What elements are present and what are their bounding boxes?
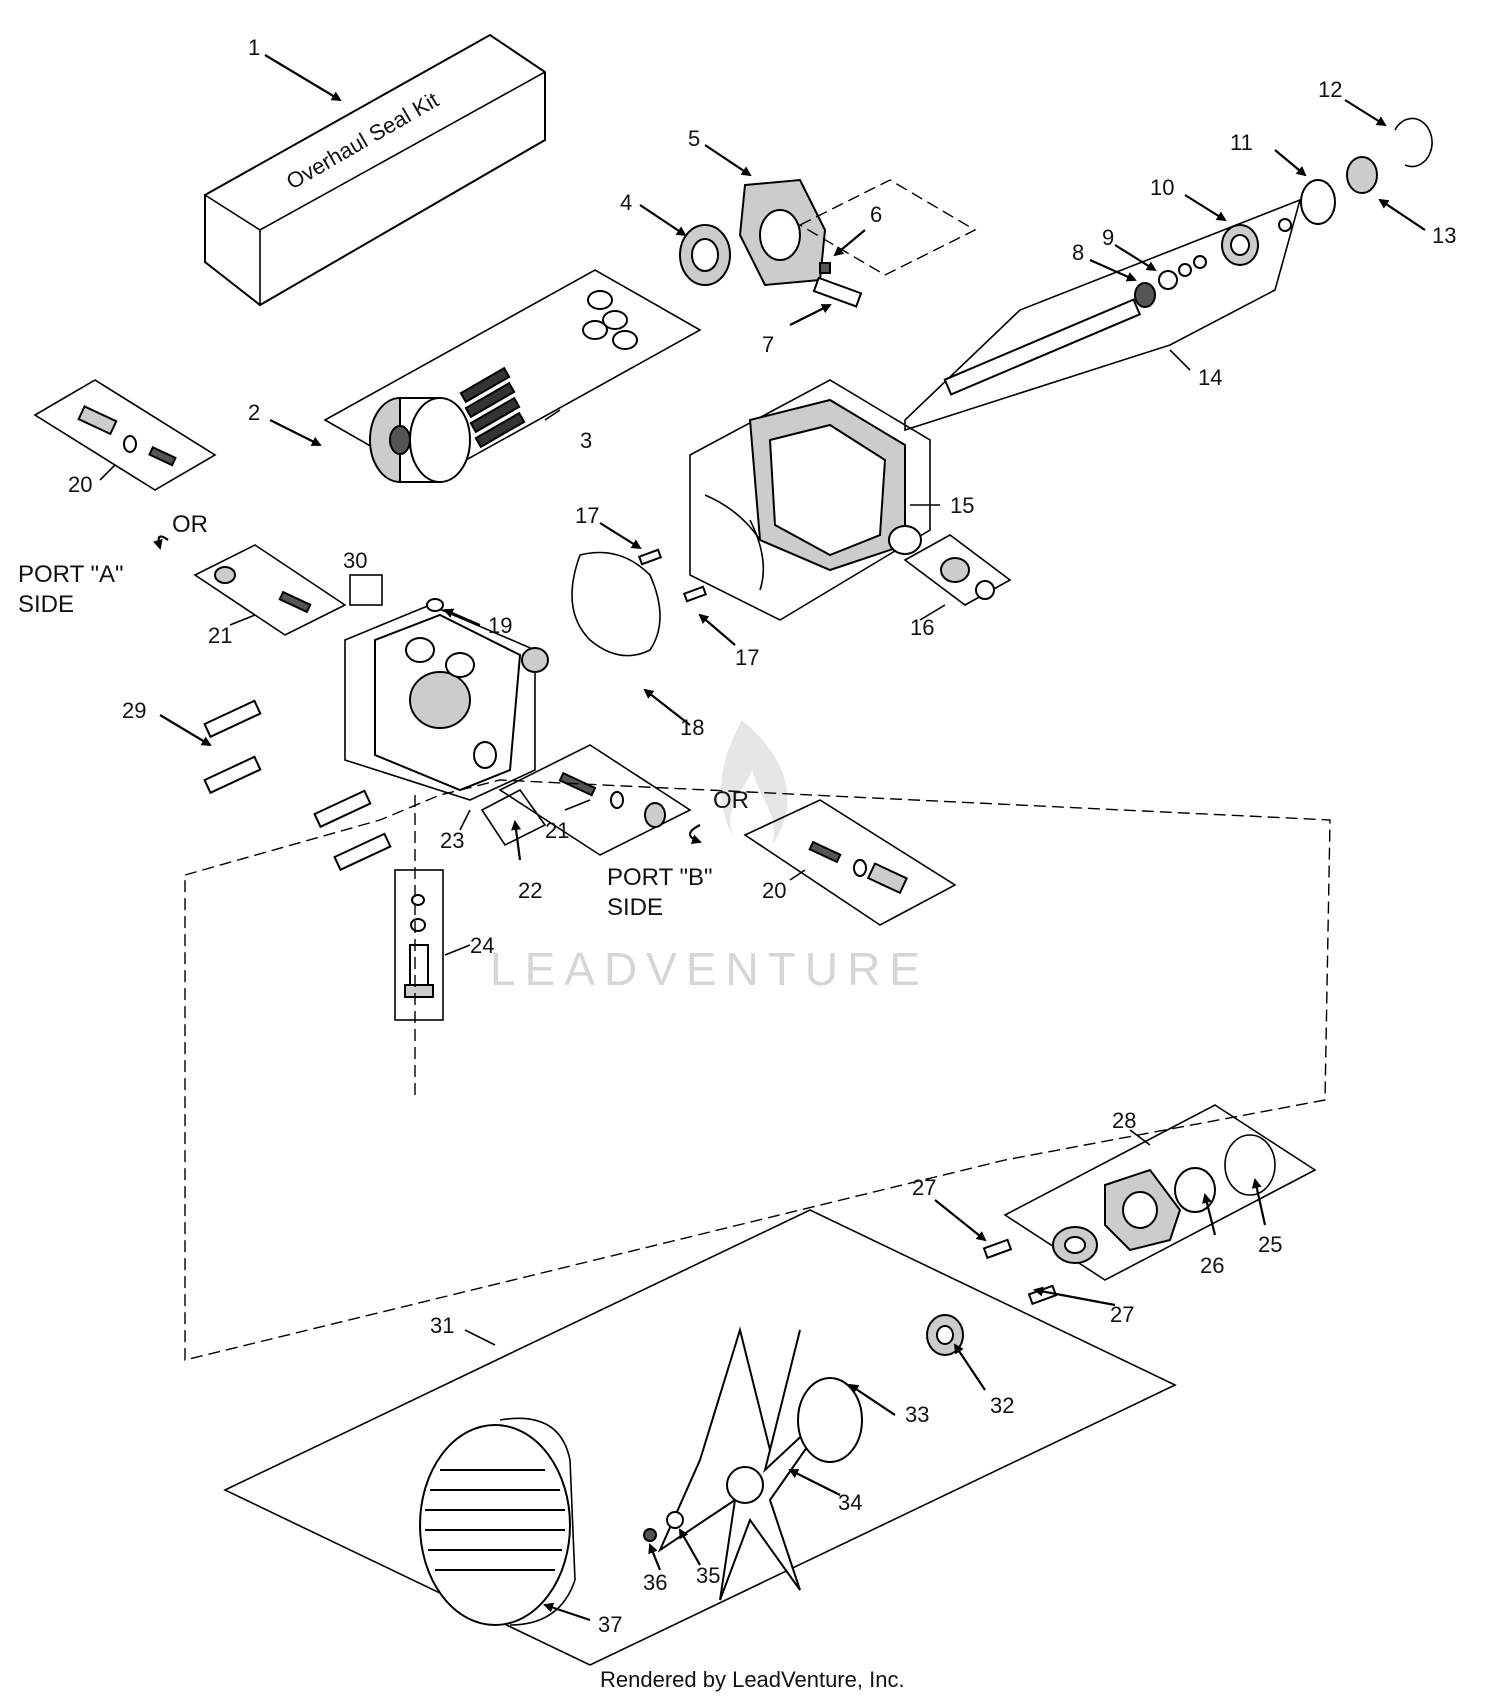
- callout-23: 23: [440, 828, 464, 853]
- valve-panel-20-top: [33, 379, 217, 491]
- callout-19: 19: [488, 613, 512, 638]
- fan-assembly-panel: [223, 1209, 1177, 1666]
- callout-11: 11: [1230, 130, 1253, 155]
- panel-22: [480, 788, 547, 847]
- port-b-or: OR: [713, 787, 749, 814]
- callout-34: 34: [838, 1490, 862, 1515]
- callout-31: 31: [430, 1313, 454, 1338]
- panel-24: [394, 869, 444, 1021]
- valve-panel-20-bottom: [743, 799, 957, 926]
- callout-14: 14: [1198, 365, 1222, 390]
- callout-21a: 21: [208, 623, 232, 648]
- callout-20b: 20: [762, 878, 786, 903]
- leader-lines: [99, 349, 1191, 1346]
- callout-2: 2: [248, 400, 260, 425]
- bolts-29: [203, 699, 392, 872]
- callout-arrows: [159, 54, 1426, 1622]
- callout-17b: 17: [735, 645, 759, 670]
- upper-parts: [679, 178, 977, 308]
- port-b-line2: SIDE: [607, 894, 663, 921]
- callout-29: 29: [122, 698, 146, 723]
- callout-9: 9: [1102, 225, 1114, 250]
- callout-1: 1: [248, 35, 260, 60]
- callout-33: 33: [905, 1402, 929, 1427]
- callout-4: 4: [620, 190, 632, 215]
- callout-36: 36: [643, 1570, 667, 1595]
- charge-pump-panel: [982, 1104, 1317, 1306]
- port-b-label: PORT "B" SIDE OR: [607, 787, 749, 921]
- callout-6: 6: [870, 202, 882, 227]
- callout-labels: 1 2 3 4 5 6 7 8 9 10 11 12 13 14 15 16 1…: [68, 35, 1456, 1637]
- callout-7: 7: [762, 332, 774, 357]
- bearing-panel-16: [903, 534, 1012, 606]
- callout-25: 25: [1258, 1232, 1282, 1257]
- callout-32: 32: [990, 1393, 1014, 1418]
- callout-27a: 27: [912, 1175, 936, 1200]
- callout-20a: 20: [68, 472, 92, 497]
- callout-26: 26: [1200, 1253, 1224, 1278]
- callout-3: 3: [580, 428, 592, 453]
- callout-10: 10: [1150, 175, 1174, 200]
- panel-30: [349, 574, 383, 606]
- callout-15: 15: [950, 493, 974, 518]
- valve-panel-21-left: [193, 544, 347, 636]
- rotating-kit-panel: [323, 269, 702, 483]
- footer-credit: Rendered by LeadVenture, Inc.: [600, 1667, 905, 1692]
- callout-22: 22: [518, 878, 542, 903]
- watermark: LEADVENTURE: [490, 720, 929, 995]
- callout-24: 24: [470, 933, 494, 958]
- callout-28: 28: [1112, 1108, 1136, 1133]
- callout-27b: 27: [1110, 1302, 1134, 1327]
- watermark-text: LEADVENTURE: [490, 943, 929, 995]
- callout-30: 30: [343, 548, 367, 573]
- callout-5: 5: [688, 126, 700, 151]
- callout-13: 13: [1432, 223, 1456, 248]
- callout-12: 12: [1318, 77, 1342, 102]
- port-a-line1: PORT "A": [18, 561, 124, 588]
- overhaul-seal-kit-box: Overhaul Seal Kit: [204, 33, 546, 307]
- center-block: [344, 598, 549, 801]
- callout-16: 16: [910, 615, 934, 640]
- gasket-and-pins: [571, 548, 708, 657]
- valve-panel-21-right: [498, 744, 692, 856]
- callout-8: 8: [1072, 240, 1084, 265]
- port-a-line2: SIDE: [18, 591, 74, 618]
- shaft-panel: [904, 117, 1433, 432]
- callout-21b: 21: [545, 818, 569, 843]
- housing-panel: [689, 379, 931, 621]
- callout-35: 35: [696, 1563, 720, 1588]
- callout-17a: 17: [575, 503, 599, 528]
- port-a-or: OR: [172, 511, 208, 538]
- callout-37: 37: [598, 1612, 622, 1637]
- port-b-line1: PORT "B": [607, 864, 713, 891]
- callout-18: 18: [680, 715, 704, 740]
- port-a-label: PORT "A" SIDE OR: [18, 511, 208, 618]
